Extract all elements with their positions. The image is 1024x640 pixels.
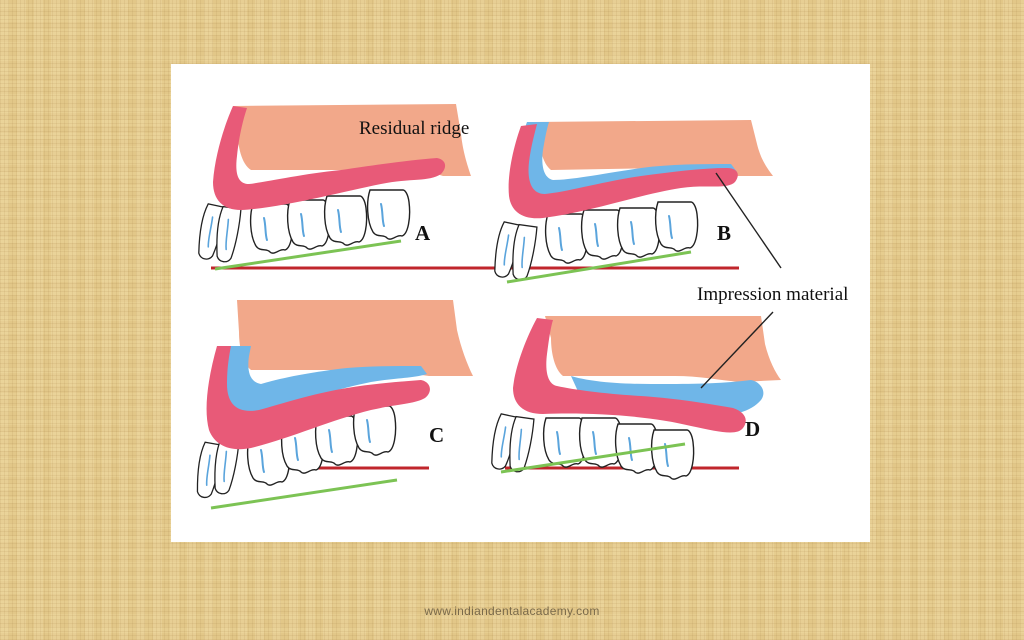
residual-ridge <box>533 120 773 176</box>
residual-ridge-label: Residual ridge <box>359 118 469 139</box>
mucosa-layer <box>508 124 738 219</box>
impression-material-layer <box>219 346 427 422</box>
panel-letter-a: A <box>415 221 431 245</box>
footer-url: www.indiandentalacademy.com <box>424 604 600 618</box>
residual-ridge <box>233 104 471 176</box>
diagram-panel: Residual ridge A B Impression material <box>171 64 870 542</box>
panel-letter-c: C <box>429 423 444 447</box>
tooth-plane-line <box>210 478 398 510</box>
panel-b: B <box>489 120 782 284</box>
panel-d: D <box>486 311 781 481</box>
panel-c: C <box>192 300 473 510</box>
panel-letter-b: B <box>717 221 731 245</box>
impression-material-label: Impression material <box>697 284 848 305</box>
panel-letter-d: D <box>745 417 760 441</box>
tooth-plane-line <box>506 250 692 284</box>
mucosa-layer <box>213 106 446 210</box>
denture-impression-diagram: Residual ridge A B Impression material <box>192 104 848 510</box>
residual-ridge <box>545 316 781 382</box>
tooth-plane-line <box>214 239 402 271</box>
mucosa-layer <box>513 318 746 433</box>
panel-a: Residual ridge A <box>193 104 567 271</box>
tooth-plane-line <box>500 442 686 474</box>
impression-callout-line <box>715 172 782 269</box>
impression-material-layer <box>516 122 737 202</box>
mucosa-layer <box>206 346 430 450</box>
impression-callout-line <box>700 311 774 389</box>
residual-ridge <box>237 300 473 376</box>
